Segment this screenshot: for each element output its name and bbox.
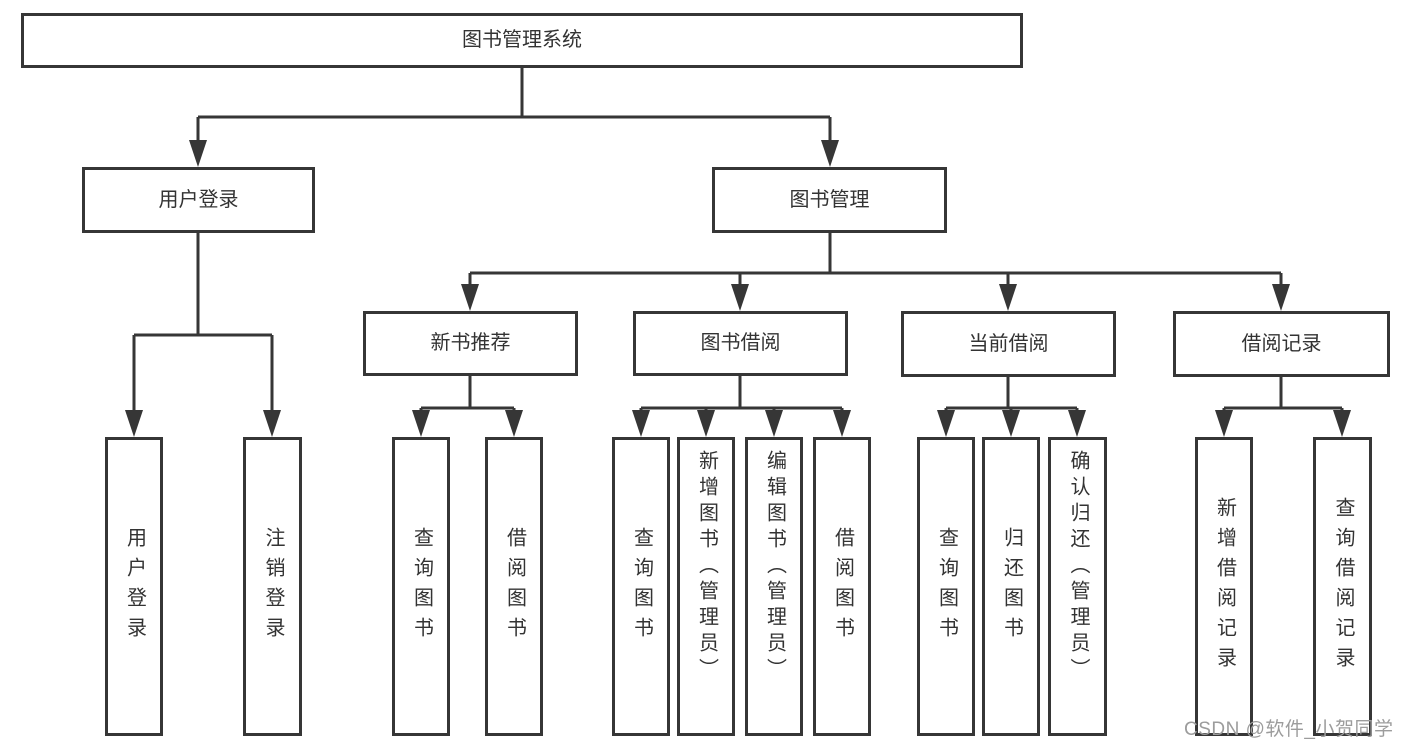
node-leaf-query-books-1: 查询图书: [392, 437, 450, 736]
node-leaf-query-books-2: 查询图书: [612, 437, 670, 736]
watermark-text: CSDN @软件_小贺同学: [1184, 719, 1394, 740]
node-book-borrow: 图书借阅: [633, 311, 848, 376]
node-leaf-add-borrow-record: 新增借阅记录: [1195, 437, 1253, 736]
node-current-borrow: 当前借阅: [901, 311, 1116, 377]
node-new-book-recommend: 新书推荐: [363, 311, 578, 376]
node-book-management: 图书管理: [712, 167, 947, 233]
node-leaf-query-borrow-record: 查询借阅记录: [1313, 437, 1372, 736]
node-leaf-edit-book-admin: 编辑图书（管理员）: [745, 437, 803, 736]
node-root-system: 图书管理系统: [21, 13, 1023, 68]
node-leaf-query-books-3: 查询图书: [917, 437, 975, 736]
node-leaf-logout: 注销登录: [243, 437, 302, 736]
node-leaf-borrow-books-2: 借阅图书: [813, 437, 871, 736]
node-borrow-records: 借阅记录: [1173, 311, 1390, 377]
node-leaf-confirm-return-admin: 确认归还（管理员）: [1048, 437, 1107, 736]
node-leaf-user-login: 用户登录: [105, 437, 163, 736]
node-leaf-borrow-books-1: 借阅图书: [485, 437, 543, 736]
node-leaf-return-book: 归还图书: [982, 437, 1040, 736]
node-user-login: 用户登录: [82, 167, 315, 233]
node-leaf-add-book-admin: 新增图书（管理员）: [677, 437, 735, 736]
